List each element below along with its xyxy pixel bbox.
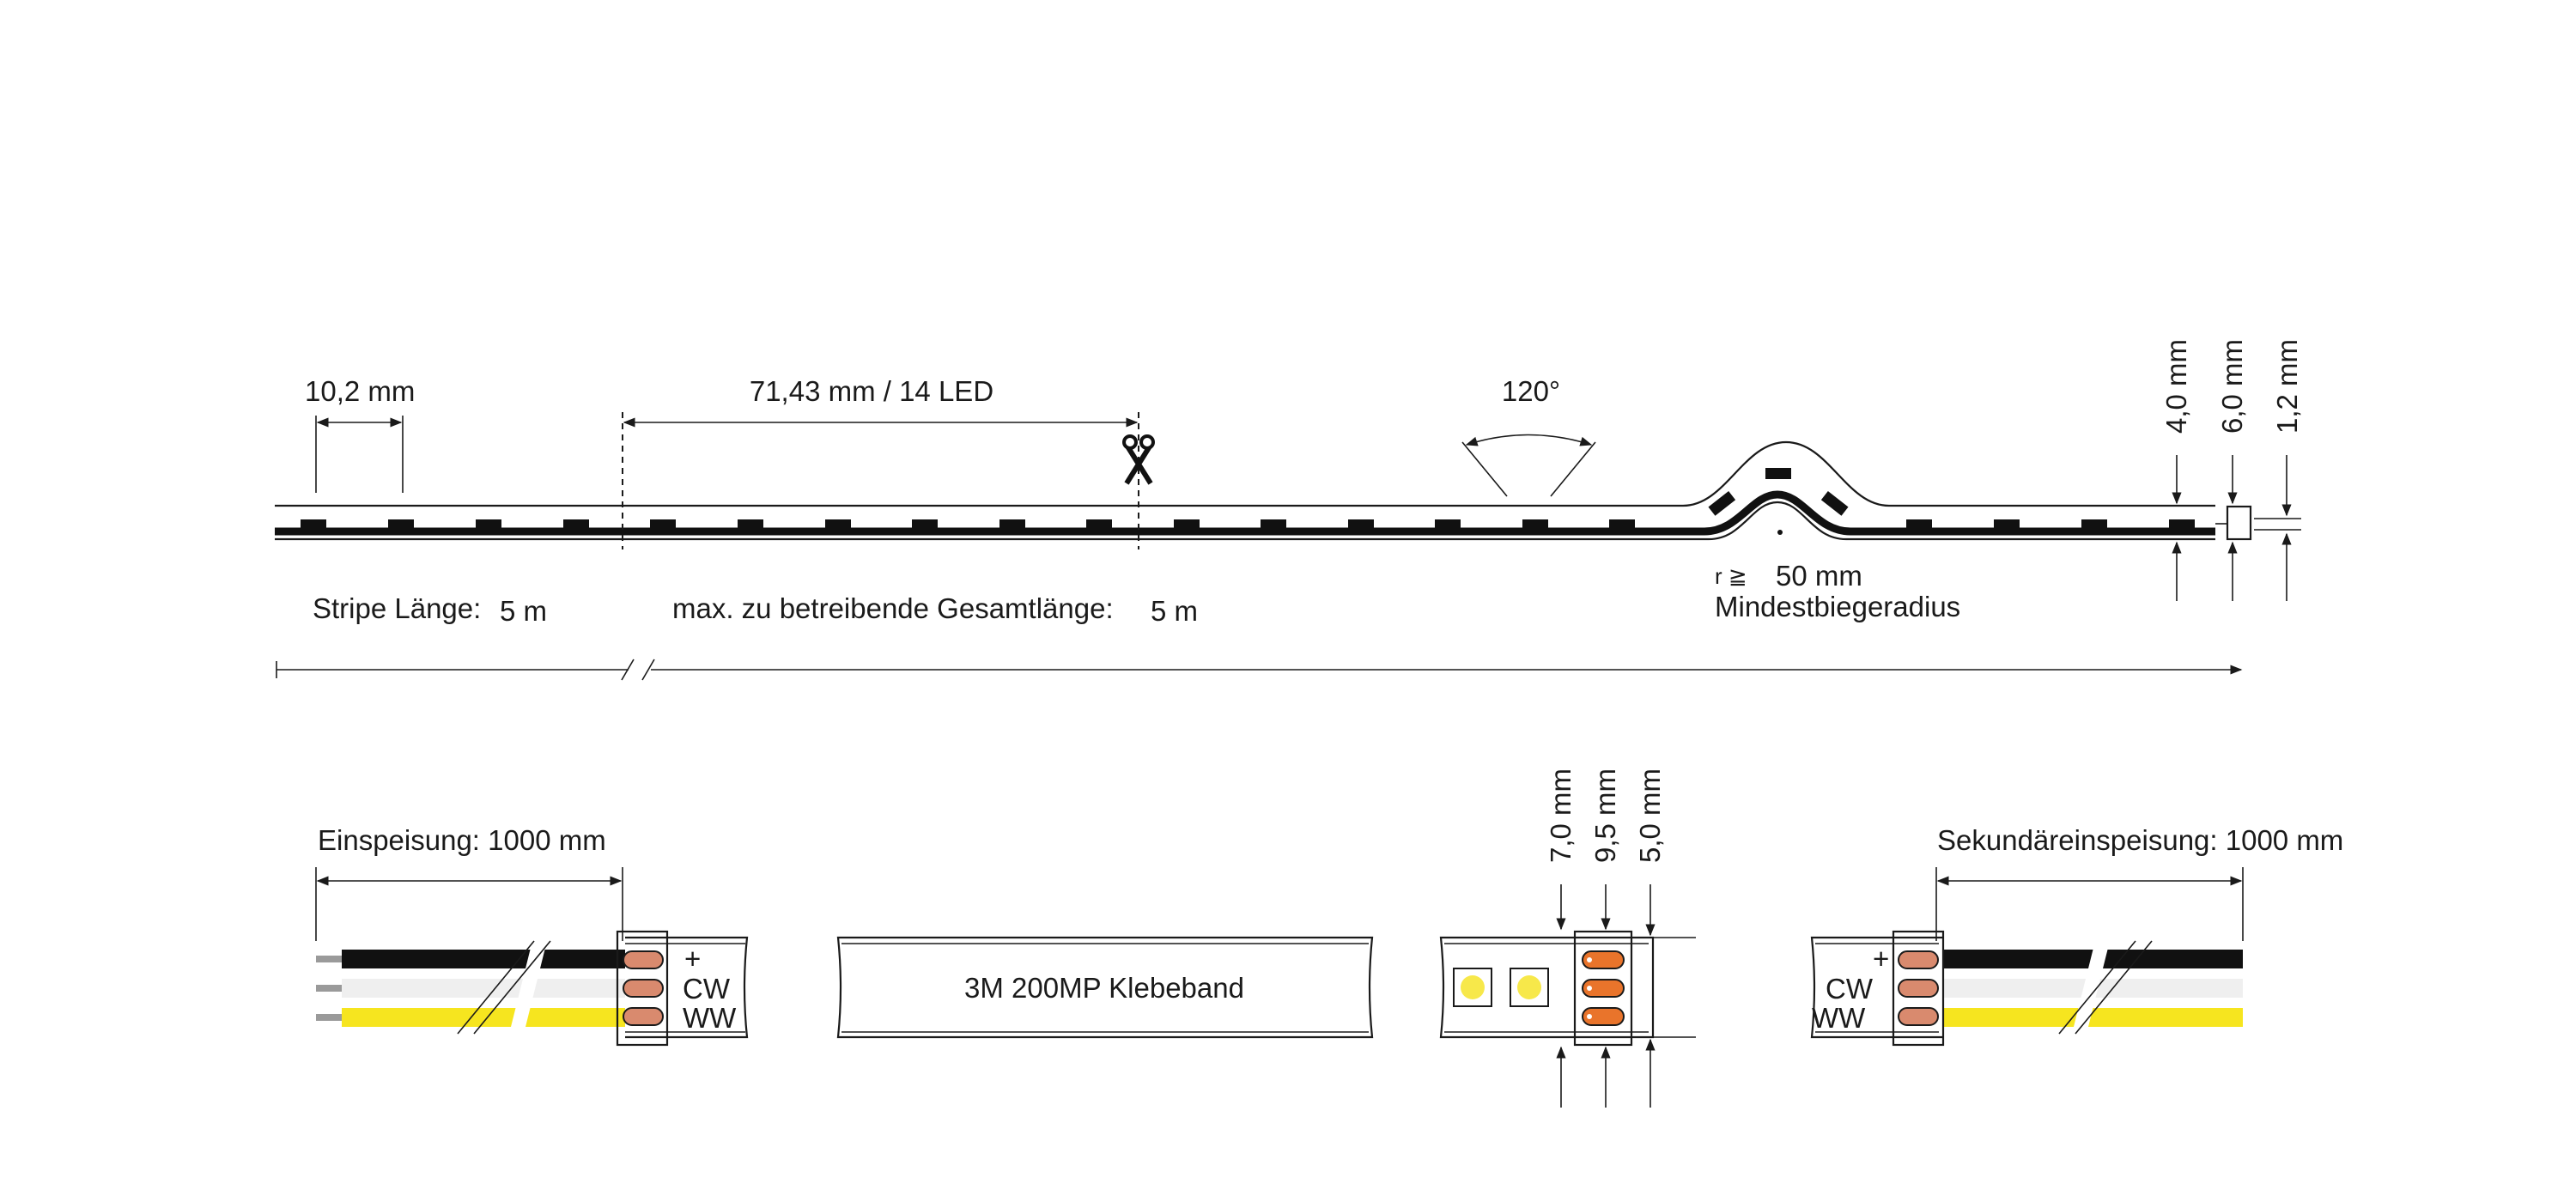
connector-dim-1: 7,0 mm [1545, 768, 1577, 863]
adhesive-label: 3M 200MP Klebeband [964, 972, 1244, 1004]
height-dimensions: 4,0 mm 6,0 mm 1,2 mm [2160, 339, 2303, 601]
led-chip [650, 519, 676, 531]
led-chip [1820, 491, 1849, 516]
feed-in-label: Einspeisung: 1000 mm [318, 824, 606, 856]
secondary-feed-connector [1892, 930, 1945, 1047]
segment-dimension: 71,43 mm / 14 LED [623, 375, 1139, 428]
feed-in-connector [616, 930, 669, 1047]
led-chips [301, 468, 2195, 531]
led-chip [1435, 519, 1461, 531]
led-chip [2081, 519, 2107, 531]
secondary-feed-assembly: Sekundäreinspeisung: 1000 mm + CW WW [1810, 824, 2343, 1047]
segment-label: 71,43 mm / 14 LED [750, 375, 993, 407]
led-chip [912, 519, 938, 531]
connector-dim-3: 5,0 mm [1634, 768, 1666, 863]
strip-outline-bottom [275, 501, 2215, 541]
radius-value: 50 mm [1776, 560, 1862, 592]
strip-pcb-band [275, 490, 2215, 536]
scissors-icon [1122, 434, 1155, 485]
total-length-arrow [276, 659, 2243, 681]
stripe-length-value: 5 m [500, 595, 547, 627]
strip-profile: 10,2 mm 71,43 mm / 14 LED 120° r ≧ 50 mm… [275, 339, 2303, 681]
bend-radius: r ≧ 50 mm Mindestbiegeradius [1715, 530, 1960, 622]
led-chip [2169, 519, 2195, 531]
led-chip [1522, 519, 1548, 531]
feed-in-pin-plus: + [684, 943, 701, 974]
max-length-value: 5 m [1151, 595, 1198, 627]
secondary-pin-ww: WW [1812, 1002, 1866, 1034]
smd-led [1510, 968, 1549, 1007]
angle-label: 120° [1502, 375, 1560, 407]
wire-yellow [342, 1008, 625, 1027]
connector-dim-2: 9,5 mm [1589, 768, 1621, 863]
dim-height-2: 6,0 mm [2216, 339, 2248, 434]
dim-height-1: 4,0 mm [2160, 339, 2192, 434]
beam-angle: 120° [1461, 375, 1596, 497]
led-chip [388, 519, 414, 531]
wire-yellow [1942, 1008, 2243, 1027]
led-chip [999, 519, 1025, 531]
feed-in-pin-cw: CW [683, 973, 731, 1005]
led-chip [1174, 519, 1200, 531]
max-length-label: max. zu betreibende Gesamtlänge: [672, 592, 1114, 624]
stripe-length-label: Stripe Länge: [313, 592, 481, 624]
led-chip [1708, 491, 1736, 516]
wire-black [342, 950, 625, 968]
strip-outline [275, 440, 2215, 507]
led-chip [1994, 519, 2020, 531]
led-chip [1261, 519, 1286, 531]
radius-symbol: r ≧ [1715, 563, 1747, 589]
led-chip [1086, 519, 1112, 531]
wire-white [342, 979, 625, 998]
dim-height-3: 1,2 mm [2271, 339, 2303, 434]
connector-end-detail: 7,0 mm 9,5 mm 5,0 mm [1439, 768, 1696, 1108]
led-chip [1348, 519, 1374, 531]
led-chip [825, 519, 851, 531]
feed-in-assembly: Einspeisung: 1000 mm + CW WW [315, 824, 749, 1047]
adhesive-tape: 3M 200MP Klebeband [836, 936, 1374, 1039]
led-chip [563, 519, 589, 531]
secondary-pin-cw: CW [1826, 973, 1874, 1005]
led-chip [1906, 519, 1932, 531]
led-chip [738, 519, 763, 531]
pitch-label: 10,2 mm [305, 375, 415, 407]
radius-caption: Mindestbiegeradius [1715, 591, 1960, 622]
strip-end-section [2226, 505, 2252, 541]
secondary-pin-plus: + [1873, 943, 1889, 974]
led-chip [476, 519, 501, 531]
led-chip [1765, 468, 1791, 479]
led-chip [301, 519, 326, 531]
pitch-dimension: 10,2 mm [305, 375, 415, 493]
led-chip [1609, 519, 1635, 531]
feed-in-pin-ww: WW [683, 1002, 737, 1034]
secondary-feed-label: Sekundäreinspeisung: 1000 mm [1937, 824, 2343, 856]
connector-end-clip [1573, 930, 1633, 1047]
